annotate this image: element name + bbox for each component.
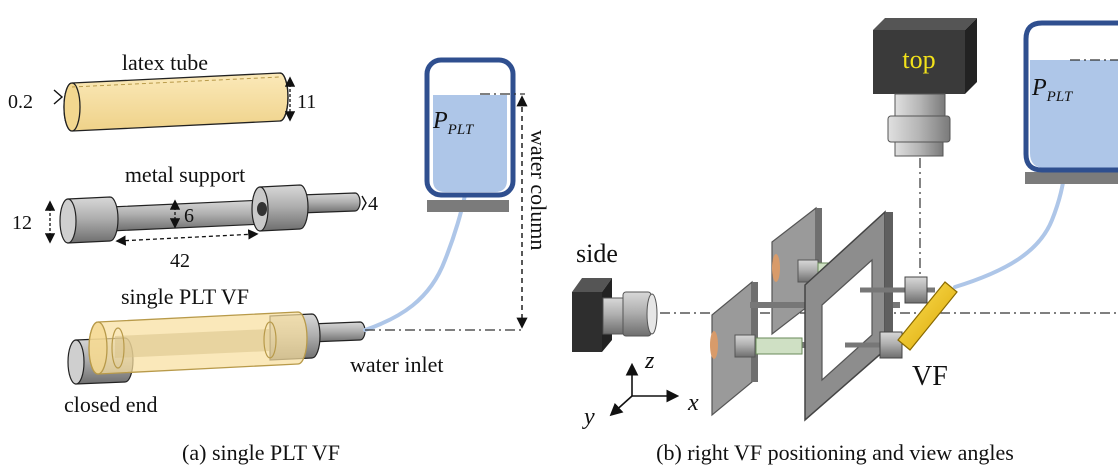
water-tubing-b: [953, 168, 1067, 289]
top-camera-label: top: [902, 45, 935, 74]
y-axis: [609, 395, 633, 417]
positioning-rig: [710, 206, 935, 422]
z-axis-label: z: [644, 348, 655, 374]
metal-support: [59, 184, 361, 244]
pressure-label-b: PPLT: [1031, 75, 1074, 105]
plt-vf-assembly: [67, 311, 366, 385]
water-column-label: water column: [526, 130, 551, 250]
pressure-label-a: PPLT: [432, 108, 475, 138]
latex-tube-label: latex tube: [122, 50, 208, 75]
metal-support-label: metal support: [125, 162, 245, 187]
reservoir-base: [427, 200, 509, 212]
rod-length-label: 42: [170, 250, 190, 272]
coordinate-axes: [609, 362, 680, 417]
y-axis-label: y: [582, 404, 595, 430]
reservoir-a: [424, 57, 516, 198]
vf-label: VF: [912, 361, 948, 392]
latex-diameter-label: 11: [297, 91, 316, 113]
water-tubing: [363, 193, 467, 332]
reservoir-base-b: [1025, 172, 1118, 184]
vf-sample: [897, 281, 958, 351]
inlet-diameter-marker: [361, 195, 367, 211]
closed-end-label: closed end: [64, 392, 157, 417]
latex-thickness-label: 0.2: [8, 91, 33, 113]
support-diameter-label: 12: [12, 212, 32, 234]
caption-a: (a) single PLT VF: [182, 440, 340, 465]
caption-b: (b) right VF positioning and view angles: [656, 440, 1014, 465]
thickness-marker: [53, 89, 64, 105]
panel-b: top side: [572, 18, 1118, 465]
panel-a: latex tube 0.2 11 metal support 12 6 42 …: [8, 50, 551, 465]
assembly-label: single PLT VF: [121, 284, 249, 309]
inlet-diameter-label: 4: [368, 193, 378, 215]
x-axis-label: x: [687, 390, 699, 416]
rod-diameter-label: 6: [184, 205, 194, 227]
rod-length-dimension: [115, 229, 259, 246]
side-camera-label: side: [576, 239, 618, 268]
reservoir-b: [1023, 20, 1118, 173]
water-inlet-label: water inlet: [350, 352, 443, 377]
top-camera: [873, 18, 977, 157]
latex-tube: [63, 72, 289, 132]
side-camera: [572, 278, 658, 352]
